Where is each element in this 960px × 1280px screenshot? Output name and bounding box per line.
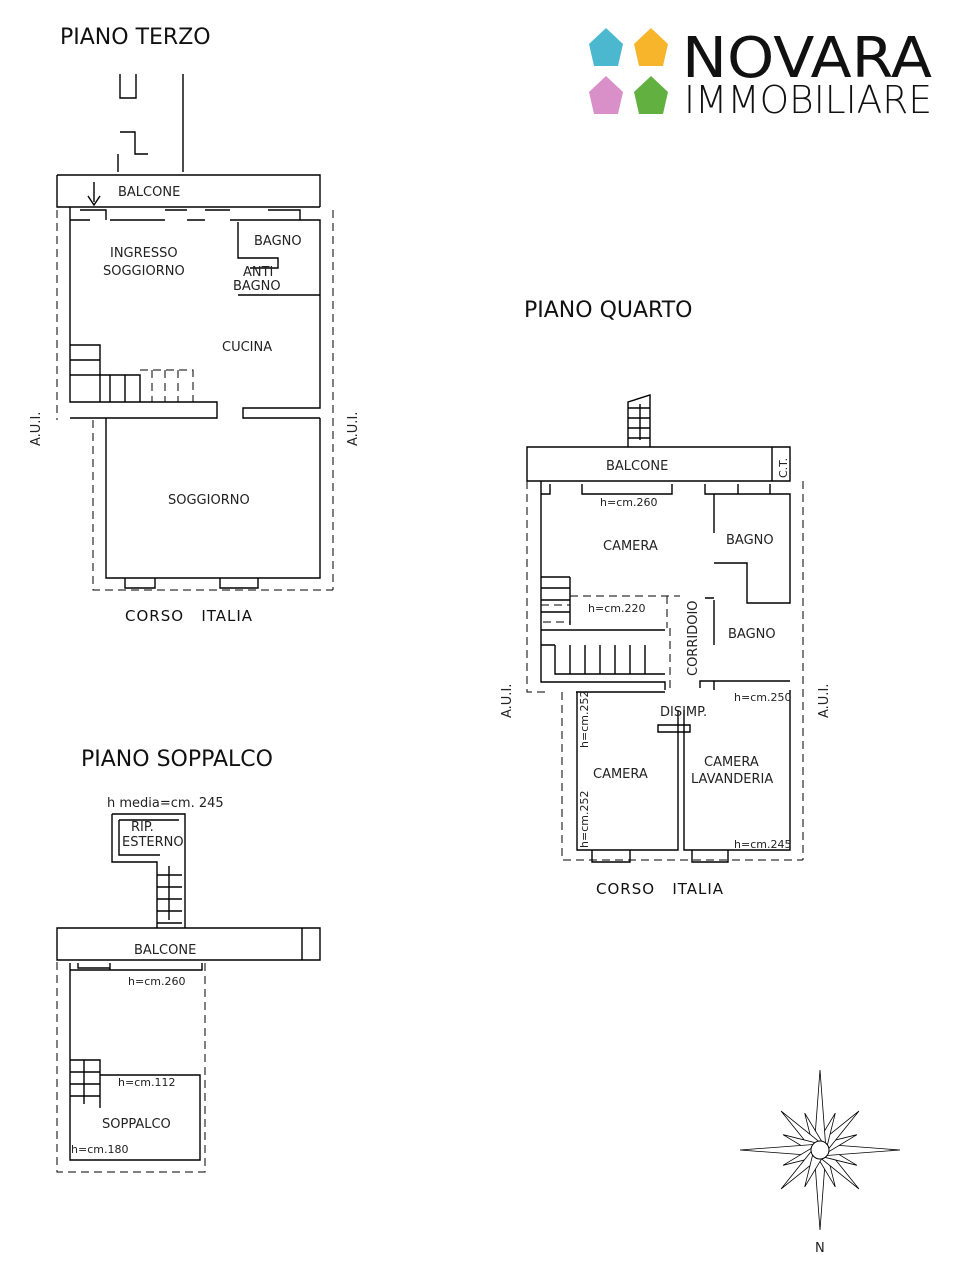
height-260: h=cm.260	[128, 975, 185, 988]
room-soggiorno-ingresso: SOGGIORNO	[103, 264, 185, 279]
piano-quarto-title: PIANO QUARTO	[524, 298, 692, 323]
room-bagno-2: BAGNO	[728, 627, 776, 642]
height-245: h=cm.245	[734, 838, 791, 851]
height-media: h media=cm. 245	[107, 796, 224, 811]
room-soggiorno: SOGGIORNO	[168, 493, 250, 508]
logo-house-green	[634, 76, 668, 114]
room-camera-1: CAMERA	[603, 539, 658, 554]
room-ct: C.T.	[777, 458, 790, 478]
room-cucina: CUCINA	[222, 340, 272, 355]
compass-north-label: N	[815, 1241, 825, 1256]
aui-right-label: A.U.I.	[346, 412, 361, 446]
room-camera-2: CAMERA	[593, 767, 648, 782]
logo-house-pink	[589, 76, 623, 114]
logo-house-orange	[634, 28, 668, 66]
room-esterno: ESTERNO	[122, 835, 184, 850]
room-camera-3: CAMERA	[704, 755, 759, 770]
height-112: h=cm.112	[118, 1076, 175, 1089]
room-ingresso: INGRESSO	[110, 246, 178, 261]
room-balcone: BALCONE	[134, 943, 196, 958]
room-soppalco: SOPPALCO	[102, 1117, 171, 1132]
piano-soppalco-title: PIANO SOPPALCO	[81, 747, 273, 772]
room-lavanderia: LAVANDERIA	[691, 772, 773, 787]
height-260: h=cm.260	[600, 496, 657, 509]
room-bagno-1: BAGNO	[726, 533, 774, 548]
logo-house-blue	[589, 28, 623, 66]
novara-immobiliare-logo: NOVARA IMMOBILIARE	[589, 26, 932, 122]
height-220: h=cm.220	[588, 602, 645, 615]
aui-left-label: A.U.I.	[500, 684, 515, 718]
height-250: h=cm.250	[734, 691, 791, 704]
logo-line2: IMMOBILIARE	[684, 78, 932, 122]
piano-terzo-plan: PIANO TERZO BALCONE INGRESSO SOGGIORNO B…	[29, 25, 361, 625]
piano-soppalco-plan: PIANO SOPPALCO h media=cm. 245 BALCONE R…	[56, 747, 321, 1173]
height-180: h=cm.180	[71, 1143, 128, 1156]
street-label: CORSO ITALIA	[125, 607, 253, 625]
room-antibagno-2: BAGNO	[233, 279, 281, 294]
room-antibagno-1: ANTI	[243, 265, 273, 280]
room-balcone: BALCONE	[118, 185, 180, 200]
logo-line1: NOVARA	[682, 26, 932, 91]
room-disimpegno: DISIMP.	[660, 705, 707, 720]
aui-left-label: A.U.I.	[29, 412, 44, 446]
room-balcone: BALCONE	[606, 459, 668, 474]
compass-center	[810, 1140, 830, 1160]
piano-terzo-title: PIANO TERZO	[60, 25, 211, 50]
height-252-b: h=cm.252	[578, 791, 591, 848]
piano-quarto-plan: PIANO QUARTO BALCONE C.T. h=cm.260 CAMER…	[500, 298, 832, 898]
street-label: CORSO ITALIA	[596, 880, 724, 898]
compass-rose	[739, 1069, 901, 1231]
room-bagno: BAGNO	[254, 234, 302, 249]
room-corridoio: CORRIDOIO	[686, 600, 701, 676]
aui-right-label: A.U.I.	[817, 684, 832, 718]
room-ripostiglio: RIP.	[131, 820, 154, 835]
height-252-a: h=cm.252	[578, 691, 591, 748]
